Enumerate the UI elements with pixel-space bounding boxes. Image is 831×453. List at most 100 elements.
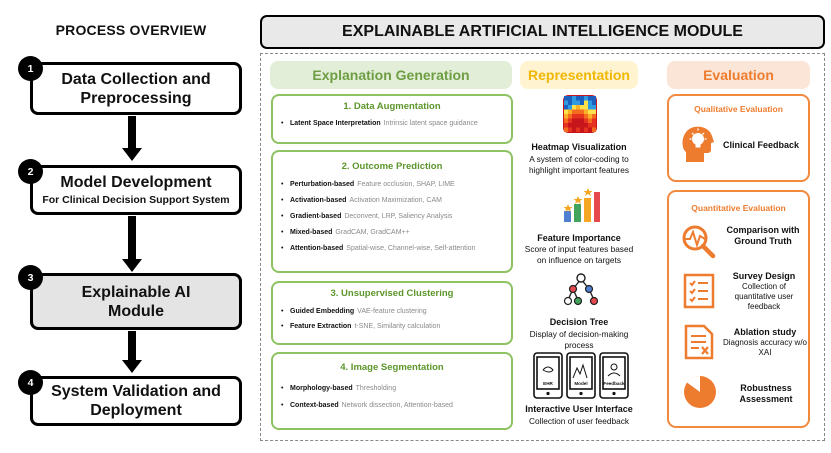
heatmap-cell: [584, 123, 588, 128]
heatmap-cell: [588, 114, 592, 119]
heatmap-cell: [564, 118, 568, 123]
heatmap-cell: [572, 114, 576, 119]
step-3-number: 3: [18, 265, 43, 290]
heatmap-icon: [563, 95, 597, 133]
tablet-screens-icon: EHR Model Feedback: [533, 352, 629, 400]
header-evaluation: Evaluation: [667, 61, 810, 89]
heatmap-cell: [564, 105, 568, 110]
heatmap-cell: [592, 109, 596, 114]
step-4-title: System Validation and Deployment: [51, 383, 221, 419]
bar-chart-stars-icon: [563, 188, 600, 222]
heatmap-cell: [572, 109, 576, 114]
heatmap-cell: [588, 123, 592, 128]
heatmap-cell: [572, 96, 576, 101]
heatmap-cell: [588, 109, 592, 114]
heatmap-cell: [588, 100, 592, 105]
survey-design-label: Survey Design: [732, 271, 796, 281]
heatmap-cell: [588, 96, 592, 101]
heatmap-cell: [576, 127, 580, 132]
module-title: EXPLAINABLE ARTIFICIAL INTELLIGENCE MODU…: [260, 15, 825, 49]
head-bulb-icon: [682, 126, 714, 162]
heatmap-cell: [592, 96, 596, 101]
heatmap-cell: [568, 105, 572, 110]
heatmap-cell: [584, 105, 588, 110]
heatmap-cell: [576, 114, 580, 119]
heatmap-cell: [564, 123, 568, 128]
heatmap-cell: [592, 123, 596, 128]
tree-icon: [563, 273, 599, 306]
header-representation: Representation: [520, 61, 638, 89]
rep-interactive-ui-name: Interactive User Interface: [525, 404, 633, 414]
heatmap-cell: [592, 100, 596, 105]
heatmap-cell: [568, 96, 572, 101]
card-title: 4. Image Segmentation: [340, 362, 444, 373]
heatmap-cell: [580, 123, 584, 128]
heatmap-cell: [592, 127, 596, 132]
heatmap-cell: [580, 118, 584, 123]
heatmap-cell: [572, 118, 576, 123]
qualitative-title: Qualitative Evaluation: [694, 104, 783, 114]
heatmap-cell: [580, 100, 584, 105]
heatmap-cell: [572, 100, 576, 105]
card-quantitative-evaluation: [667, 190, 810, 428]
heatmap-cell: [564, 109, 568, 114]
heatmap-cell: [572, 105, 576, 110]
card-outcome-prediction: 2. Outcome Prediction •Perturbation-base…: [271, 150, 513, 273]
heatmap-cell: [568, 127, 572, 132]
heatmap-cell: [592, 118, 596, 123]
step-2-box[interactable]: Model Development For Clinical Decision …: [30, 165, 242, 215]
rep-feature-importance-desc: Score of input features based on influen…: [524, 244, 634, 265]
heatmap-cell: [568, 100, 572, 105]
heatmap-cell: [568, 114, 572, 119]
card-title: 3. Unsupervised Clustering: [330, 288, 454, 299]
ablation-study-desc: Diagnosis accuracy w/o XAI: [722, 338, 808, 357]
heatmap-cell: [564, 96, 568, 101]
rep-decision-tree-name: Decision Tree: [549, 317, 609, 327]
step-2-subtitle: For Clinical Decision Support System: [42, 194, 230, 206]
module-dashed-border: [260, 53, 825, 441]
screen-feedback-label: Feedback: [603, 381, 625, 386]
step-4-box[interactable]: System Validation and Deployment: [30, 376, 242, 426]
heatmap-cell: [592, 114, 596, 119]
heatmap-cell: [584, 96, 588, 101]
rep-decision-tree-desc: Display of decision-making process: [529, 329, 629, 350]
card-unsupervised-clustering: 3. Unsupervised Clustering •Guided Embed…: [271, 281, 513, 345]
step-1-title: Data Collection and Preprocessing: [61, 70, 211, 107]
heatmap-cell: [568, 109, 572, 114]
document-x-icon: [684, 324, 714, 360]
heatmap-cell: [572, 123, 576, 128]
card-title: 2. Outcome Prediction: [341, 161, 443, 172]
step-3-title: Explainable AI Module: [81, 283, 191, 320]
heatmap-cell: [576, 105, 580, 110]
survey-design-desc: Collection of quantitative user feedback: [734, 282, 794, 311]
rep-interactive-ui-desc: Collection of user feedback: [528, 416, 630, 426]
step-3-box[interactable]: Explainable AI Module: [30, 273, 242, 330]
heatmap-cell: [580, 96, 584, 101]
step-4-number: 4: [18, 370, 43, 395]
process-overview-title: PROCESS OVERVIEW: [55, 22, 207, 38]
heatmap-cell: [576, 118, 580, 123]
ablation-study-label: Ablation study: [733, 327, 797, 337]
heatmap-cell: [580, 109, 584, 114]
heatmap-cell: [568, 118, 572, 123]
quantitative-title: Quantitative Evaluation: [691, 203, 786, 213]
card-data-augmentation: 1. Data Augmentation •Latent Space Inter…: [271, 94, 513, 144]
heatmap-cell: [572, 127, 576, 132]
heatmap-cell: [580, 105, 584, 110]
header-explanation-generation: Explanation Generation: [270, 61, 512, 89]
heatmap-cell: [588, 105, 592, 110]
step-1-box[interactable]: Data Collection and Preprocessing: [30, 62, 242, 115]
heatmap-cell: [568, 123, 572, 128]
heatmap-cell: [588, 118, 592, 123]
heatmap-cell: [580, 127, 584, 132]
arrow-1: [128, 116, 136, 149]
